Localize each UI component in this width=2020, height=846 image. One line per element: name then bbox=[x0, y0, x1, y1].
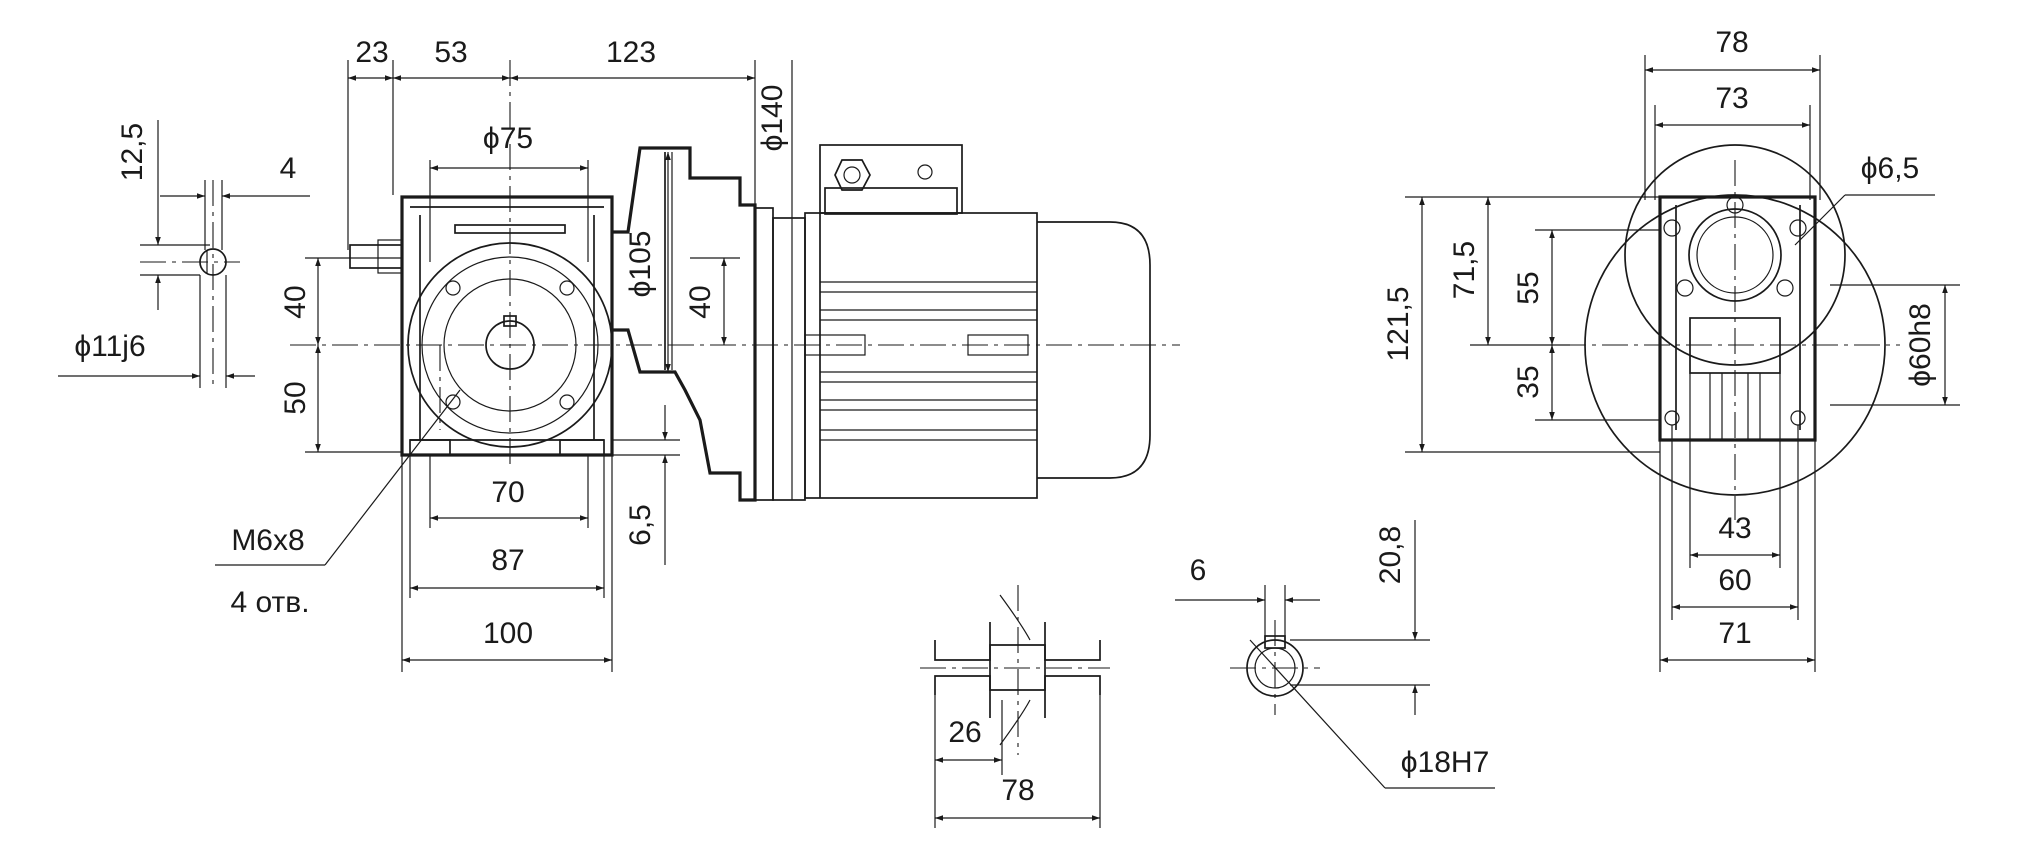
holes-label: M6x8 bbox=[231, 524, 304, 557]
hollow-shaft-section: 26 78 bbox=[920, 585, 1110, 828]
dim-73: 73 bbox=[1715, 82, 1748, 115]
dim-60: 60 bbox=[1718, 564, 1751, 597]
dim-20-8: 20,8 bbox=[1374, 526, 1407, 584]
dim-26: 26 bbox=[948, 716, 981, 749]
dim-phi18h7: ϕ18H7 bbox=[1401, 746, 1490, 779]
dim-100: 100 bbox=[483, 617, 533, 650]
adapter-flange bbox=[612, 146, 757, 502]
bolt-hole bbox=[559, 394, 575, 410]
side-view: 78 73 ϕ6,5 121,5 71,5 55 35 ϕ60h8 bbox=[1382, 26, 1960, 672]
dim-phi105: ϕ105 bbox=[624, 231, 657, 298]
gearbox-front-view bbox=[290, 60, 1180, 470]
dim-71-5: 71,5 bbox=[1448, 241, 1481, 299]
adapter-circle bbox=[1624, 144, 1846, 366]
dim-phi140: ϕ140 bbox=[756, 85, 789, 152]
main-view-dimensions: 23 53 123 ϕ75 ϕ140 ϕ105 40 40 50 7 bbox=[215, 36, 793, 672]
dim-35: 35 bbox=[1512, 365, 1545, 398]
dim-6-5: 6,5 bbox=[624, 504, 657, 546]
dim-12-5: 12,5 bbox=[116, 123, 149, 181]
fan-cover bbox=[1037, 221, 1151, 479]
dim-87: 87 bbox=[491, 544, 524, 577]
dim-71: 71 bbox=[1718, 617, 1751, 650]
terminal-box bbox=[819, 144, 963, 214]
shaft-end-view: 12,5 4 ϕ11j6 bbox=[58, 120, 310, 388]
bore-detail: 6 20,8 ϕ18H7 bbox=[1175, 520, 1495, 789]
dim-78-top: 78 bbox=[1715, 26, 1748, 59]
dim-phi11j6: ϕ11j6 bbox=[74, 330, 145, 363]
dim-70: 70 bbox=[491, 476, 524, 509]
dim-55: 55 bbox=[1512, 271, 1545, 304]
dim-23: 23 bbox=[355, 36, 388, 69]
bolt-hole bbox=[445, 394, 461, 410]
dim-phi75: ϕ75 bbox=[483, 122, 533, 155]
holes-count: 4 отв. bbox=[230, 586, 309, 619]
dim-4: 4 bbox=[280, 152, 297, 185]
bolt-hole bbox=[559, 280, 575, 296]
dim-6: 6 bbox=[1190, 554, 1207, 587]
dim-53: 53 bbox=[434, 36, 467, 69]
dim-123: 123 bbox=[606, 36, 656, 69]
dim-phi60h8: ϕ60h8 bbox=[1904, 303, 1937, 387]
dim-40-left: 40 bbox=[279, 285, 312, 318]
dim-43: 43 bbox=[1718, 512, 1751, 545]
dim-40-mid: 40 bbox=[684, 285, 717, 318]
dim-121-5: 121,5 bbox=[1382, 286, 1415, 361]
dim-phi6-5: ϕ6,5 bbox=[1861, 152, 1920, 185]
dim-78-bottom: 78 bbox=[1001, 774, 1034, 807]
dim-50-left: 50 bbox=[279, 381, 312, 414]
motor-assembly bbox=[612, 144, 1151, 502]
bolt-hole bbox=[445, 280, 461, 296]
